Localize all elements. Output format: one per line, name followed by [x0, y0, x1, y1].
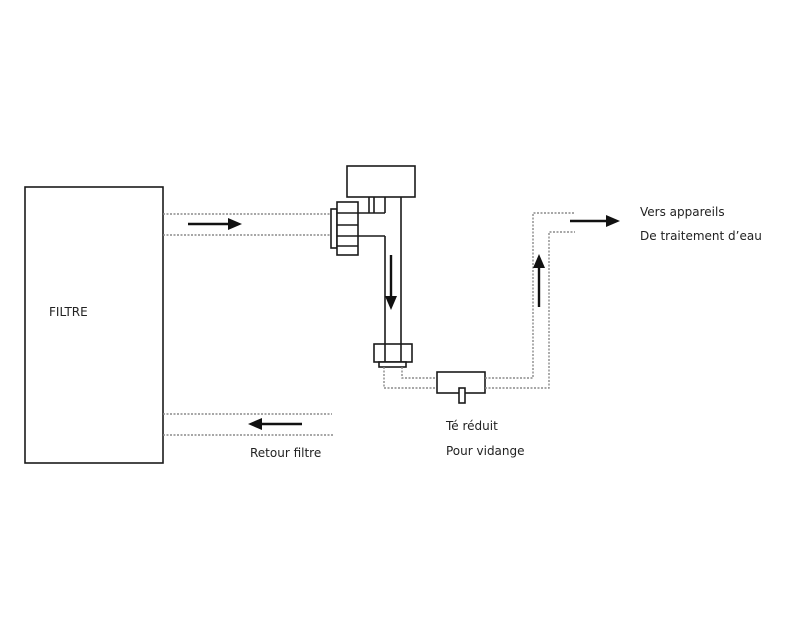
vertical-pipe: [358, 197, 402, 344]
arrow-up-icon: [533, 254, 545, 307]
drain-stub: [458, 387, 466, 404]
return-label: Retour filtre: [250, 446, 321, 460]
arrow-down-icon: [385, 255, 397, 310]
return-pipe: [163, 413, 333, 436]
reducing-tee: [436, 371, 486, 404]
outlet-label-line1: Vers appareils: [640, 205, 725, 219]
treatment-cell: [346, 165, 416, 198]
arrow-right-outlet-icon: [570, 215, 620, 227]
union-fitting-bottom: [373, 343, 413, 368]
inlet-pipe: [163, 213, 331, 236]
filter-tank: FILTRE: [24, 186, 164, 464]
tee-label-line2: Pour vidange: [446, 444, 525, 458]
filter-label: FILTRE: [49, 305, 88, 319]
union-fitting-left: [330, 201, 359, 256]
outlet-pipe: [485, 212, 575, 389]
outlet-label-line2: De traitement d’eau: [640, 229, 762, 243]
tee-label-line1: Té réduit: [445, 419, 498, 433]
arrow-left-icon: [248, 418, 302, 430]
tee-feed-pipe: [383, 367, 437, 389]
arrow-right-icon: [188, 218, 242, 230]
cell-connector: [358, 197, 386, 214]
